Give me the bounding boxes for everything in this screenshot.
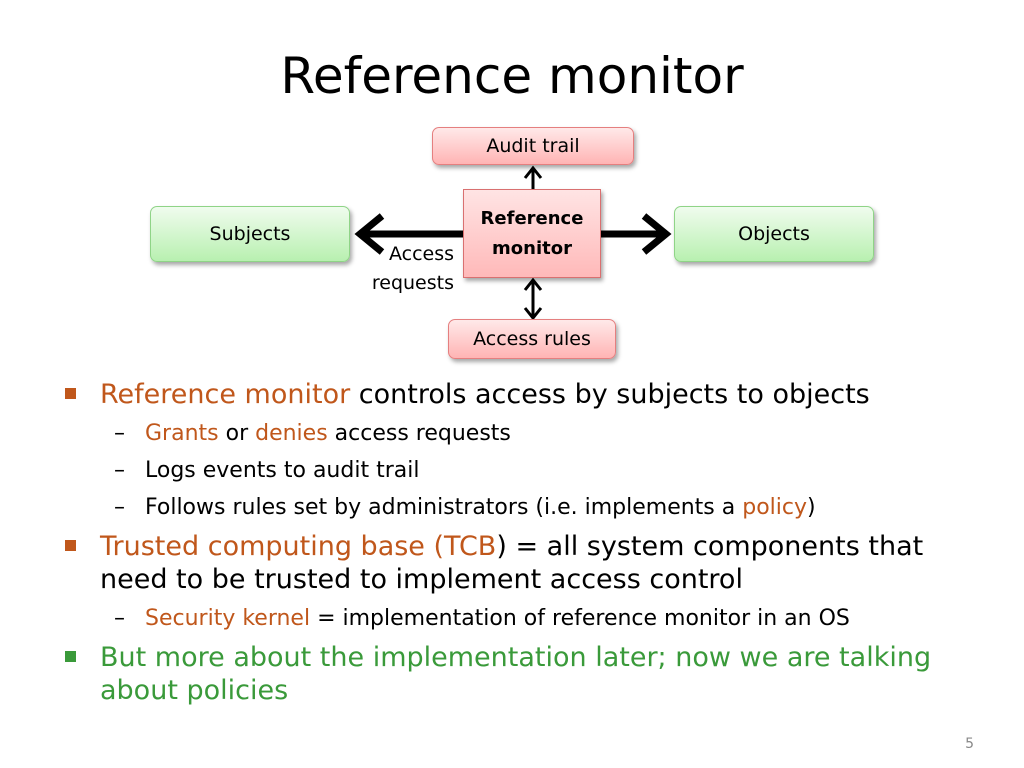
access-rules-box: Access rules <box>448 319 616 359</box>
bullet-tcb: Trusted computing base (TCB) = all syste… <box>62 530 982 596</box>
sub-bullet-grants: – Grants or denies access requests <box>62 415 982 452</box>
bullet-text-highlight: Reference monitor <box>100 379 351 410</box>
bullet-text: ) = all system components that need to b… <box>100 531 924 595</box>
arrowhead-subjects <box>354 213 385 255</box>
diagram-arrows <box>354 165 672 321</box>
sub-bullet-highlight: Grants <box>145 421 219 446</box>
sub-bullet-text: or <box>218 421 256 446</box>
dash-icon: – <box>114 421 125 446</box>
bullet-more-later: But more about the implementation later;… <box>62 641 982 707</box>
bullet-square-icon <box>65 540 76 551</box>
dash-icon: – <box>114 495 125 520</box>
subjects-box: Subjects <box>150 206 350 262</box>
sub-bullet-highlight: Security kernel <box>145 606 311 631</box>
dash-icon: – <box>114 458 125 483</box>
arrowhead-audit <box>523 165 543 179</box>
reference-monitor-box: Reference monitor <box>463 189 601 278</box>
sub-bullet-highlight: denies <box>255 421 328 446</box>
sub-bullet-text: ) <box>807 495 816 520</box>
sub-bullet-security-kernel: – Security kernel = implementation of re… <box>62 600 982 637</box>
sub-bullet-text: Follows rules set by administrators (i.e… <box>145 495 743 520</box>
reference-monitor-diagram: Audit trail Subjects Reference monitor O… <box>0 0 1024 380</box>
sub-bullet-text: = implementation of reference monitor in… <box>310 606 850 631</box>
sub-bullet-text: Logs events to audit trail <box>145 458 420 483</box>
dash-icon: – <box>114 606 125 631</box>
reference-monitor-line2: monitor <box>492 237 572 259</box>
slide-title: Reference monitor <box>280 47 744 105</box>
bullet-text: But more about the implementation later;… <box>100 642 932 706</box>
arrowhead-rules-down <box>523 307 543 321</box>
sub-bullet-highlight: policy <box>742 495 807 520</box>
bullet-reference-monitor: Reference monitor controls access by sub… <box>62 378 982 411</box>
bullet-list: Reference monitor controls access by sub… <box>62 378 982 711</box>
sub-bullet-follows-rules: – Follows rules set by administrators (i… <box>62 489 982 526</box>
reference-monitor-line1: Reference <box>480 207 584 229</box>
sub-bullet-text: access requests <box>327 421 511 446</box>
access-label-line2: requests <box>371 272 454 294</box>
arrowhead-objects <box>641 213 672 255</box>
sub-bullet-logs: – Logs events to audit trail <box>62 452 982 489</box>
bullet-square-icon <box>65 388 76 399</box>
access-requests-label: Access requests <box>356 240 454 298</box>
bullet-text-highlight: Trusted computing base (TCB <box>100 531 497 562</box>
access-label-line1: Access <box>388 243 454 265</box>
arrowhead-rules-up <box>523 277 543 291</box>
objects-box: Objects <box>674 206 874 262</box>
bullet-text: controls access by subjects to objects <box>350 379 870 410</box>
page-number: 5 <box>965 736 974 752</box>
bullet-square-icon <box>65 651 76 662</box>
audit-trail-box: Audit trail <box>432 127 634 165</box>
